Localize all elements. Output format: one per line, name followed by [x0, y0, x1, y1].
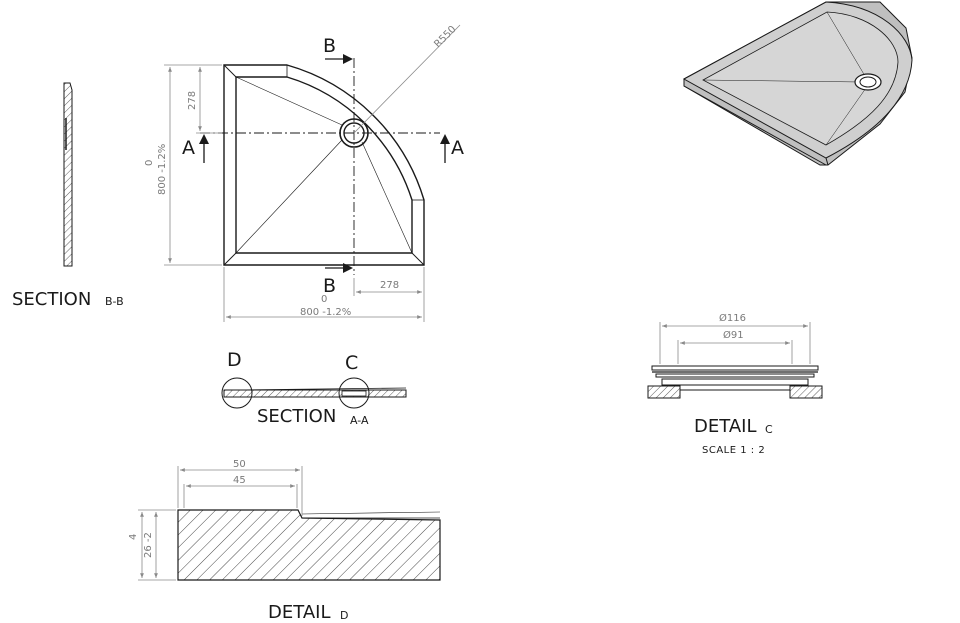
detail-d-dim-26: 26 -2 — [143, 532, 154, 558]
cut-label-b-top: B — [323, 35, 336, 57]
dim-left-278: 278 — [187, 91, 198, 110]
isometric-view — [682, 1, 913, 166]
detail-c-suffix: C — [765, 423, 773, 436]
detail-d-marker: D — [227, 349, 242, 371]
cut-label-b-bottom: B — [323, 275, 336, 297]
detail-d-dim-45: 45 — [233, 475, 246, 486]
section-bb-suffix: B-B — [105, 295, 124, 308]
detail-d-dim-4: 4 — [128, 534, 139, 540]
section-aa-view — [221, 377, 407, 409]
detail-d-suffix: D — [340, 609, 348, 622]
dim-left-total: 800 -1.2% — [157, 144, 168, 195]
dim-left-zero: 0 — [144, 160, 155, 166]
plan-dimensions — [164, 64, 425, 322]
detail-d-view — [138, 466, 441, 581]
detail-d-title: DETAIL — [268, 602, 330, 623]
dim-radius: R550 — [432, 24, 458, 50]
dim-bottom-total: 800 -1.2% — [300, 307, 351, 318]
dim-bottom-zero: 0 — [321, 294, 327, 305]
detail-c-view — [647, 322, 823, 399]
section-aa-title: SECTION — [257, 406, 336, 427]
dim-bottom-278: 278 — [380, 280, 399, 291]
cut-arrows — [199, 54, 450, 273]
cut-label-a-left: A — [182, 137, 195, 159]
detail-c-scale: SCALE 1 : 2 — [702, 445, 765, 456]
plan-view — [200, 24, 461, 275]
detail-c-dim-outer: Ø116 — [719, 312, 746, 324]
section-bb-title: SECTION — [12, 289, 91, 310]
detail-c-dim-inner: Ø91 — [723, 329, 744, 341]
section-aa-suffix: A-A — [350, 414, 369, 427]
detail-d-dim-50: 50 — [233, 459, 246, 470]
section-bb-view — [63, 82, 73, 267]
detail-c-title: DETAIL — [694, 416, 756, 437]
detail-c-marker: C — [345, 352, 358, 374]
cut-label-a-right: A — [451, 137, 464, 159]
